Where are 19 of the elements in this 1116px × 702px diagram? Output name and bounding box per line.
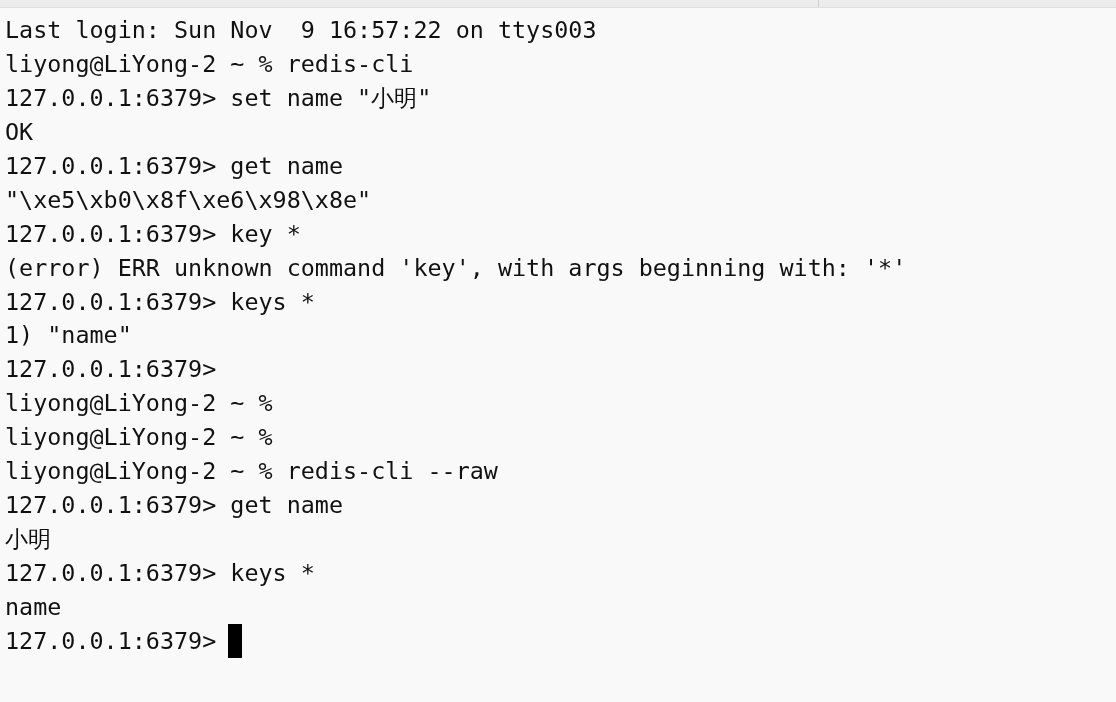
terminal-line: 127.0.0.1:6379> keys *	[5, 287, 315, 316]
terminal-line: liyong@LiYong-2 ~ %	[5, 423, 273, 452]
terminal-line: 127.0.0.1:6379> set name "小明"	[5, 83, 432, 112]
terminal-line: liyong@LiYong-2 ~ % redis-cli	[5, 49, 414, 78]
terminal-line: liyong@LiYong-2 ~ %	[5, 389, 273, 418]
terminal-line: 127.0.0.1:6379> keys *	[5, 559, 315, 588]
terminal-line: 127.0.0.1:6379> get name	[5, 491, 343, 520]
terminal-line: 1) "name"	[5, 321, 132, 350]
terminal-line: 127.0.0.1:6379> key *	[5, 219, 301, 248]
terminal-line: Last login: Sun Nov 9 16:57:22 on ttys003	[5, 16, 597, 44]
terminal-line: (error) ERR unknown command 'key', with args beginning with: '*'	[5, 253, 907, 282]
terminal-line: name	[5, 592, 62, 621]
terminal-line: "\xe5\xb0\x8f\xe6\x98\x8e"	[5, 185, 372, 214]
terminal-line: 127.0.0.1:6379> get name	[5, 151, 343, 180]
terminal-line: OK	[5, 117, 34, 146]
terminal-line: 小明	[5, 525, 51, 554]
terminal-line: 127.0.0.1:6379>	[5, 355, 217, 384]
terminal-line: 127.0.0.1:6379>	[5, 626, 217, 655]
terminal-line: liyong@LiYong-2 ~ % redis-cli --raw	[5, 457, 498, 486]
